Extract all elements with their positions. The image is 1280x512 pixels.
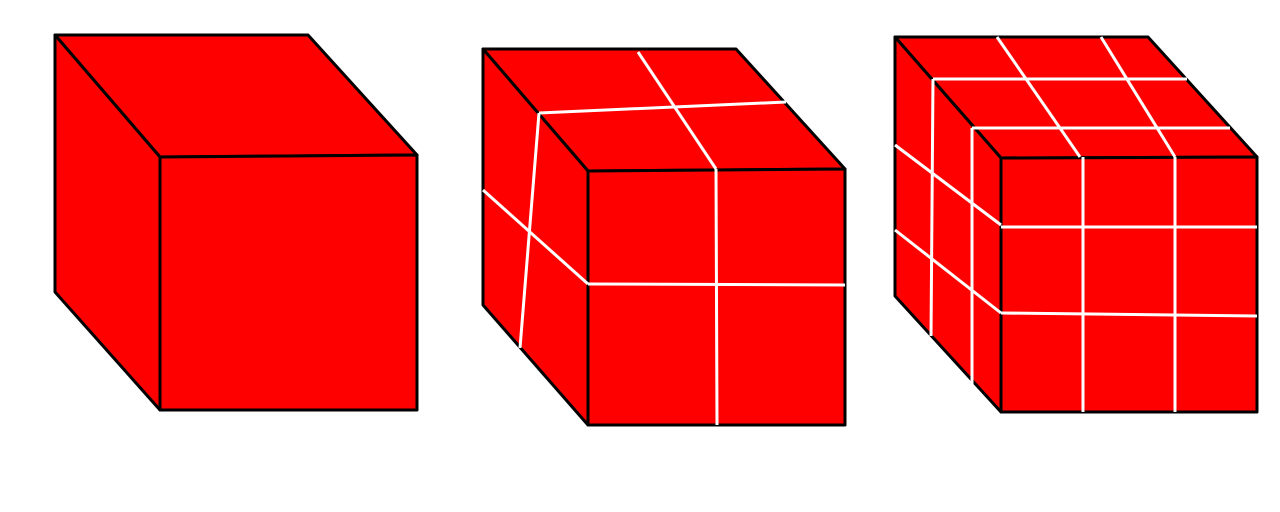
cube-2-cut-left-diagonal xyxy=(481,188,590,286)
cube-3-cut-left-diagonal-1 xyxy=(894,143,1002,227)
cube-2-cut-top-back-horizontal xyxy=(538,100,787,115)
cube-2-cut-front-vertical xyxy=(714,168,719,426)
cube-3-cut-left-diagonal-2 xyxy=(894,228,1002,315)
cube-3-cut-top-diagonal-2 xyxy=(1099,36,1177,158)
cube-2-cut-top-diagonal xyxy=(636,51,718,170)
cube-3-cut-left-vertical-1 xyxy=(929,78,935,337)
cube-3-cut-top-diagonal-1 xyxy=(995,36,1082,158)
cube-three-by-three xyxy=(893,35,1259,414)
cube-1-front-face xyxy=(158,153,419,412)
cube-undivided xyxy=(53,33,419,412)
cube-3-cut-front-horizontal-2 xyxy=(1000,311,1258,318)
cube-3-front-face xyxy=(999,155,1259,414)
cube-two-by-two xyxy=(481,47,847,427)
